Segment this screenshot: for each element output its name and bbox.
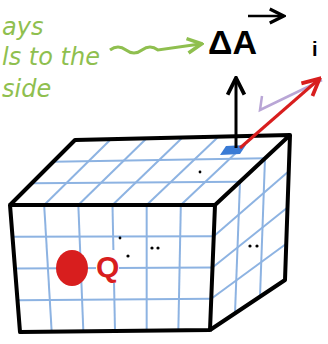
grid-line <box>78 138 146 205</box>
normal-arrow <box>235 80 238 148</box>
vector-arrow <box>248 15 282 18</box>
leader-arrow <box>110 44 200 53</box>
grid-line <box>44 139 111 205</box>
note-text: side <box>2 76 51 102</box>
surface-grid <box>13 136 289 332</box>
note-text: ays <box>2 14 43 40</box>
grid-line <box>53 158 265 161</box>
grid-line <box>211 244 286 299</box>
grid-line <box>13 235 214 238</box>
charge-blob <box>56 250 88 286</box>
grid-line <box>113 138 183 206</box>
grid-line <box>147 137 219 205</box>
note-text: ls to the <box>2 44 100 70</box>
field-arrow <box>240 80 318 148</box>
box-outline <box>10 135 290 332</box>
charge-symbol: Q <box>96 250 119 283</box>
subscript: i <box>312 38 318 60</box>
grid-line <box>213 208 288 268</box>
grid-line <box>214 171 289 236</box>
grid-line <box>18 299 212 301</box>
grid-line <box>32 182 240 184</box>
area-symbol: ΔA <box>208 24 257 61</box>
